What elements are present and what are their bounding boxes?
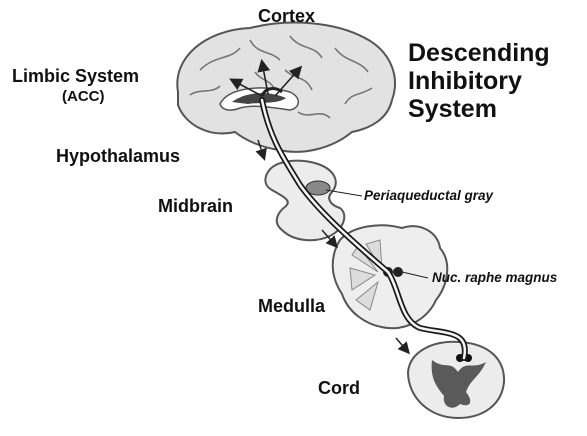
arrow-to-cord <box>396 338 408 352</box>
midbrain-label: Midbrain <box>158 196 233 217</box>
title-line-2: Inhibitory <box>408 68 522 95</box>
acc-label: (ACC) <box>62 88 105 105</box>
cortex-label: Cortex <box>258 6 315 27</box>
midbrain-section <box>265 161 344 241</box>
title-line-3: System <box>408 96 497 123</box>
nuc-raphe-magnus-label: Nuc. raphe magnus <box>432 270 557 285</box>
medulla-label: Medulla <box>258 296 325 317</box>
periaqueductal-gray-label: Periaqueductal gray <box>364 188 493 203</box>
title-line-1: Descending <box>408 40 550 67</box>
cord-label: Cord <box>318 378 360 399</box>
brain-illustration <box>177 23 395 152</box>
hypothalamus-label: Hypothalamus <box>56 146 180 167</box>
limbic-system-label: Limbic System <box>12 66 139 87</box>
raphe-nucleus-right <box>393 267 403 277</box>
